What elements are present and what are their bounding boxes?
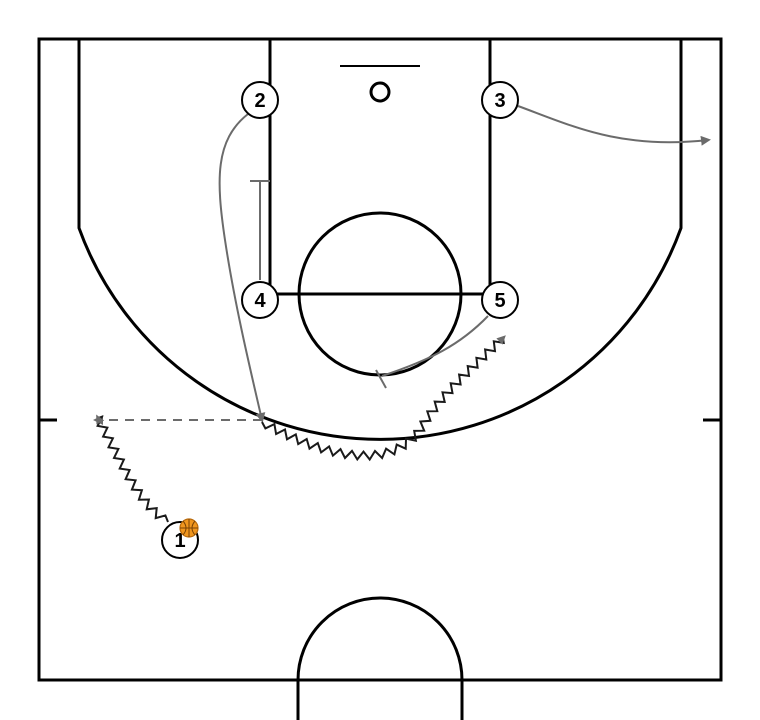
player-2-label: 2 (254, 90, 265, 112)
screen-path-player-5 (381, 315, 489, 377)
movement-arrows (93, 105, 711, 425)
cut-arrow-player-2 (218, 113, 266, 423)
dribble-lines (96, 335, 506, 523)
player-1-label: 1 (174, 530, 185, 552)
cut-arrow-player-3 (517, 105, 711, 146)
basketball-icon (179, 518, 199, 538)
dribble-player-1 (96, 415, 169, 523)
player-5-marker (481, 281, 519, 319)
three-point-line (77, 39, 683, 441)
paint-lane (268, 37, 492, 296)
dribble-arc (261, 337, 505, 462)
player-4-label: 4 (254, 290, 266, 312)
dribble-player-1-arrowhead (96, 414, 105, 425)
player-5: 5 (481, 281, 519, 319)
court-lines (37, 37, 723, 720)
player-3: 3 (481, 81, 519, 119)
player-2: 2 (241, 81, 279, 119)
free-throw-circle (297, 211, 463, 377)
screens (250, 180, 387, 389)
screen-bar-player-5 (375, 369, 387, 389)
dribble-arc-arrowhead (496, 335, 506, 345)
player-4-marker (241, 281, 279, 319)
center-circle (296, 596, 464, 720)
hoop (369, 81, 391, 103)
player-2-marker (241, 81, 279, 119)
player-4: 4 (241, 281, 279, 319)
player-3-label: 3 (494, 90, 505, 112)
player-5-label: 5 (494, 290, 505, 312)
player-3-marker (481, 81, 519, 119)
court-boundary (37, 37, 723, 682)
